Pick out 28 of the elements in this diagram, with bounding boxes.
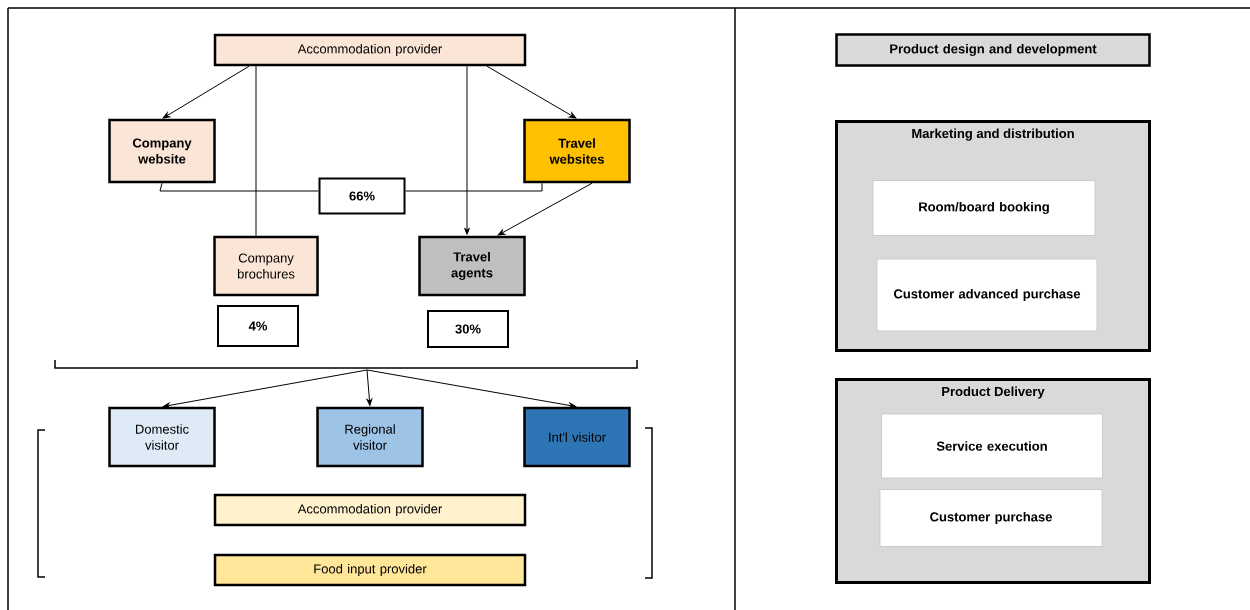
percentage-box: 4% — [217, 305, 299, 347]
activity-box: Service execution — [881, 413, 1103, 479]
visitor-box: Domestic visitor — [108, 406, 216, 468]
channel-box: Company website — [108, 118, 216, 184]
arrow — [486, 65, 577, 119]
percentage-box: 66% — [318, 177, 406, 215]
percentage-box: 30% — [427, 310, 509, 348]
arrow — [366, 369, 577, 409]
activity-box: Customer purchase — [879, 489, 1103, 547]
connector-line — [159, 182, 319, 192]
channel-box: Travel websites — [523, 118, 631, 184]
connector-line — [405, 182, 543, 192]
stage-box: Product design and development — [835, 33, 1151, 67]
arrow — [497, 182, 593, 236]
provider-box: Accommodation provider — [213, 33, 527, 67]
provider-box: Accommodation provider — [213, 493, 527, 527]
arrow — [366, 369, 373, 406]
channel-box: Company brochures — [213, 235, 319, 297]
arrow — [162, 369, 368, 409]
activity-box: Room/board booking — [872, 180, 1096, 236]
activity-box: Customer advanced purchase — [876, 258, 1098, 332]
visitor-box: Int'l visitor — [523, 406, 631, 468]
channel-box: Travel agents — [418, 235, 526, 297]
connector-line — [255, 65, 257, 237]
arrow — [464, 65, 470, 235]
provider-box: Food input provider — [213, 553, 527, 587]
visitor-box: Regional visitor — [316, 406, 424, 468]
arrow — [162, 65, 250, 119]
